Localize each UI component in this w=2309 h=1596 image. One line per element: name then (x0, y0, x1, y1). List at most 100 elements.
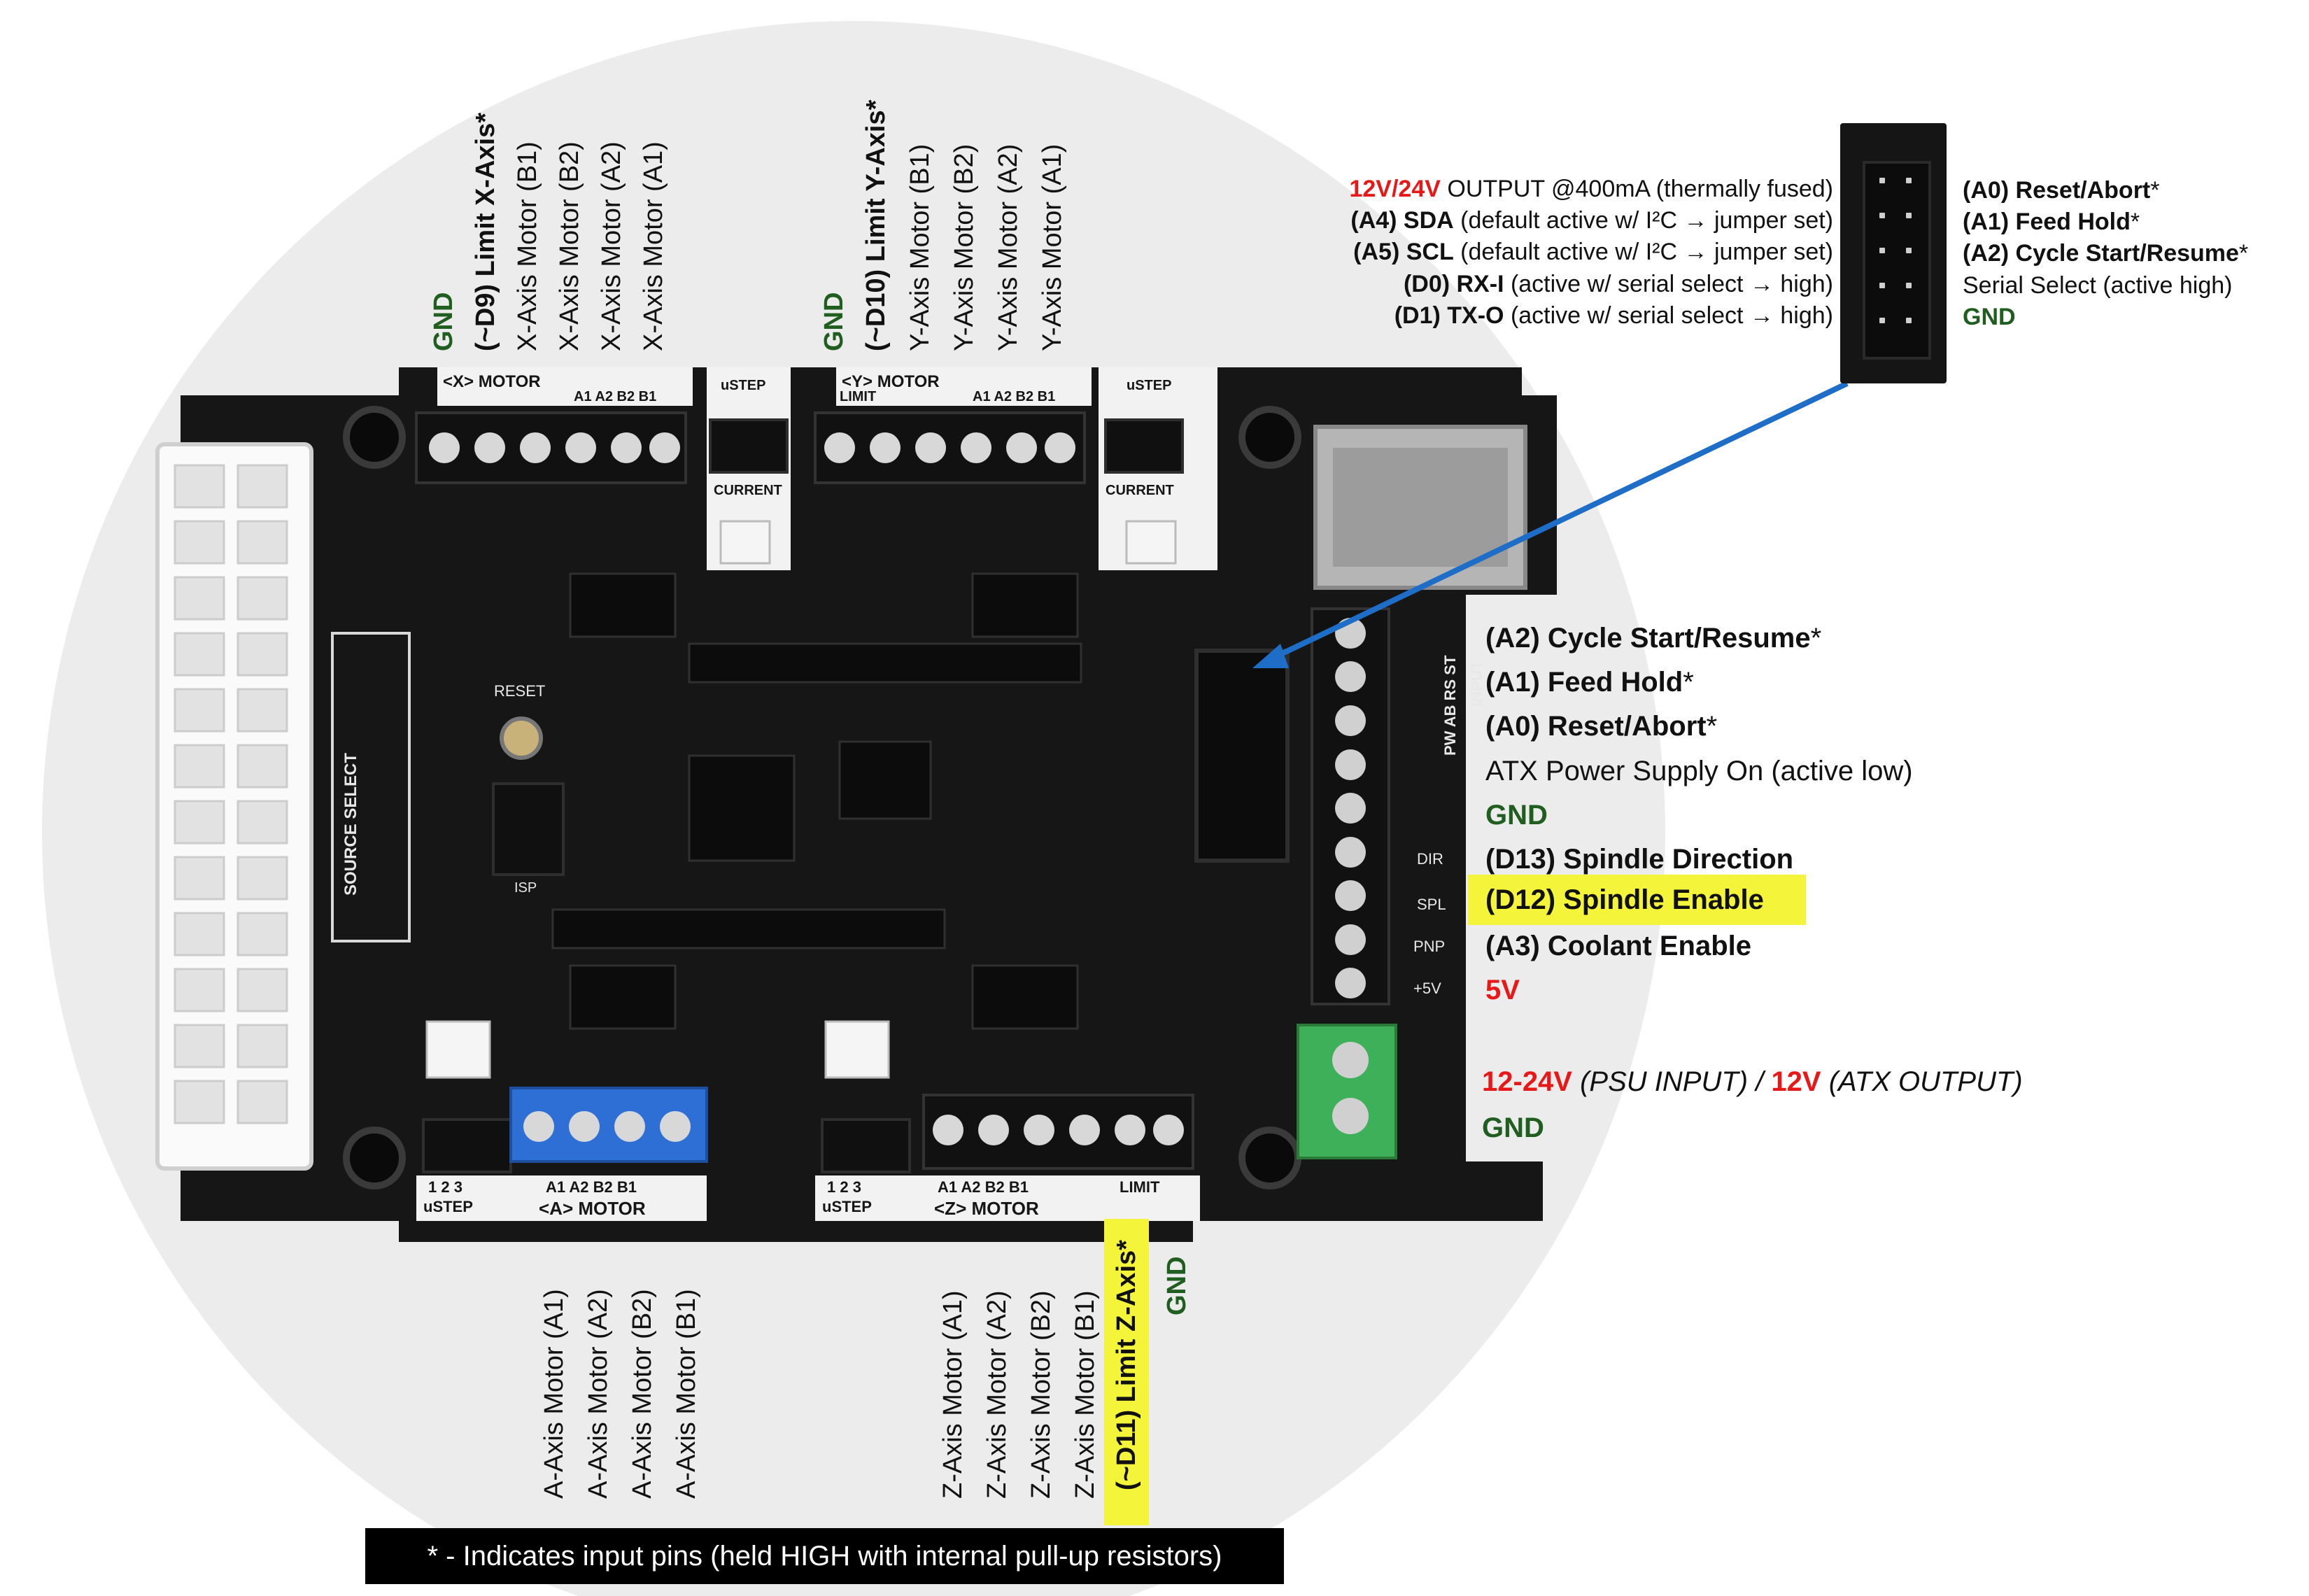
z-label-b1: Z-Axis Motor (B1) (1071, 1290, 1100, 1499)
hdr-right-3: (A2) Cycle Start/Resume* (1963, 240, 2249, 267)
a-driver-chip (569, 964, 677, 1030)
a-label-a1: A-Axis Motor (A1) (539, 1289, 569, 1499)
silk-a-ustep: uSTEP (423, 1198, 473, 1215)
input-label-feed-hold: (A1) Feed Hold* (1485, 667, 1694, 698)
silk-x-pins: A1 A2 B2 B1 (574, 389, 657, 404)
y-label-limit: (~D10) Limit Y-Axis* (861, 99, 891, 351)
footnote: * - Indicates input pins (held HIGH with… (365, 1528, 1284, 1584)
hdr-left-2: (A4) SDA (default active w/ I²C → jumper… (1350, 207, 1833, 234)
source-select-box (331, 632, 411, 942)
silk-5v: +5V (1413, 980, 1441, 997)
a-label-b2: A-Axis Motor (B2) (628, 1289, 657, 1499)
y-silk-panel (836, 367, 1092, 406)
input-label-atx-power: ATX Power Supply On (active low) (1485, 756, 1913, 786)
z-current-pot (824, 1020, 890, 1079)
silk-z-pins: A1 A2 B2 B1 (938, 1178, 1029, 1196)
silk-z-steps: 1 2 3 (827, 1178, 861, 1196)
power-label-gnd: GND (1482, 1113, 1544, 1143)
hdr-right-5: GND (1963, 304, 2016, 330)
header-arrow (1252, 381, 1849, 668)
silk-pnp: PNP (1413, 938, 1446, 955)
silk-z-ustep: uSTEP (822, 1198, 872, 1215)
z-motor-terminal (922, 1094, 1194, 1170)
hdr-right-2: (A1) Feed Hold* (1963, 209, 2140, 235)
y-driver-chip (971, 572, 1079, 638)
silk-y-limit: LIMIT (840, 389, 877, 404)
mount-hole (1238, 1127, 1301, 1189)
y-current-pot (1125, 520, 1177, 565)
z-label-gnd: GND (1162, 1256, 1192, 1315)
silk-z-current: CURRENT (815, 1081, 898, 1100)
input-label-gnd: GND (1485, 800, 1548, 831)
silk-y-ustep: uSTEP (1127, 378, 1172, 393)
x-label-b2: X-Axis Motor (B2) (555, 141, 584, 351)
a-label-a2: A-Axis Motor (A2) (584, 1289, 613, 1499)
silk-spl: SPL (1417, 896, 1446, 913)
y-label-a2: Y-Axis Motor (A2) (994, 143, 1023, 351)
input-label-coolant-enable: (A3) Coolant Enable (1485, 931, 1752, 961)
y-label-b1: Y-Axis Motor (B1) (905, 143, 935, 351)
mount-hole (1238, 406, 1301, 469)
reset-button (500, 716, 543, 760)
x-label-a1: X-Axis Motor (A1) (639, 141, 668, 351)
x-silk-panel (437, 367, 693, 406)
x-label-gnd: GND (429, 292, 458, 351)
hdr-right-4: Serial Select (active high) (1963, 272, 2233, 299)
input-label-spindle-enable: (D12) Spindle Enable (1468, 875, 1806, 925)
a-current-pot (425, 1020, 491, 1079)
a-silk-panel (416, 1175, 707, 1221)
silk-reset: RESET (494, 682, 546, 700)
x-label-a2: X-Axis Motor (A2) (597, 141, 626, 351)
silk-dir: DIR (1417, 850, 1443, 868)
hdr-left-1: 12V/24V OUTPUT @400mA (thermally fused) (1349, 176, 1833, 202)
silk-a-steps: 1 2 3 (428, 1178, 462, 1196)
microcontroller (688, 754, 796, 862)
silk-y-motor: <Y> MOTOR (842, 372, 940, 391)
input-label-spindle-direction: (D13) Spindle Direction (1485, 844, 1794, 875)
a-motor-terminal (509, 1087, 708, 1163)
a-label-b1: A-Axis Motor (B1) (672, 1289, 701, 1499)
mounting-holes (343, 406, 1301, 1189)
a-ustep-jumpers (422, 1118, 512, 1173)
hdr-left-3: (A5) SCL (default active w/ I²C → jumper… (1353, 239, 1833, 265)
z-label-a2: Z-Axis Motor (A2) (982, 1290, 1012, 1499)
input-label-5v: 5V (1485, 975, 1520, 1005)
x-label-limit: (~D9) Limit X-Axis* (471, 112, 500, 351)
silk-isp: ISP (514, 880, 537, 896)
silk-z-motor: <Z> MOTOR (934, 1198, 1039, 1219)
z-ustep-jumpers (821, 1118, 911, 1173)
y-label-a1: Y-Axis Motor (A1) (1038, 143, 1067, 351)
z-label-limit: (~D11) Limit Z-Axis* (1104, 1219, 1149, 1525)
input-label-cycle-start: (A2) Cycle Start/Resume* (1485, 623, 1822, 654)
hdr-left-5: (D1) TX-O (active w/ serial select → hig… (1394, 302, 1833, 329)
x-current-pot (719, 520, 771, 565)
mount-hole (343, 1127, 406, 1189)
x-label-b1: X-Axis Motor (B1) (513, 141, 542, 351)
silk-a-pins: A1 A2 B2 B1 (546, 1178, 637, 1196)
silk-y-pins: A1 A2 B2 B1 (973, 389, 1056, 404)
power-label-input: 12-24V (PSU INPUT) / 12V (ATX OUTPUT) (1482, 1066, 2023, 1097)
hdr-left-4: (D0) RX-I (active w/ serial select → hig… (1403, 271, 1833, 297)
usb-serial-chip (838, 740, 932, 820)
y-motor-terminal (814, 411, 1086, 484)
z-driver-chip (971, 964, 1079, 1030)
atx-pins (174, 464, 288, 1124)
x-driver-chip (569, 572, 677, 638)
silk-a-current: CURRENT (418, 1081, 501, 1100)
silk-y-current: CURRENT (1106, 483, 1174, 498)
header-connector-closeup (1840, 123, 1947, 383)
silk-x-motor: <X> MOTOR (443, 372, 541, 391)
x-ustep-jumpers (709, 418, 789, 474)
input-header-connector (1194, 649, 1290, 863)
y-label-b2: Y-Axis Motor (B2) (949, 143, 979, 351)
z-label-b2: Z-Axis Motor (B2) (1026, 1290, 1056, 1499)
z-silk-panel (815, 1175, 1200, 1221)
z-label-a1: Z-Axis Motor (A1) (938, 1290, 968, 1499)
stackable-header-top (688, 642, 1082, 684)
y-ustep-jumpers (1104, 418, 1184, 474)
stackable-header-bottom (551, 908, 946, 949)
mount-hole (343, 406, 406, 469)
input-terminal-screws (1335, 618, 1366, 998)
